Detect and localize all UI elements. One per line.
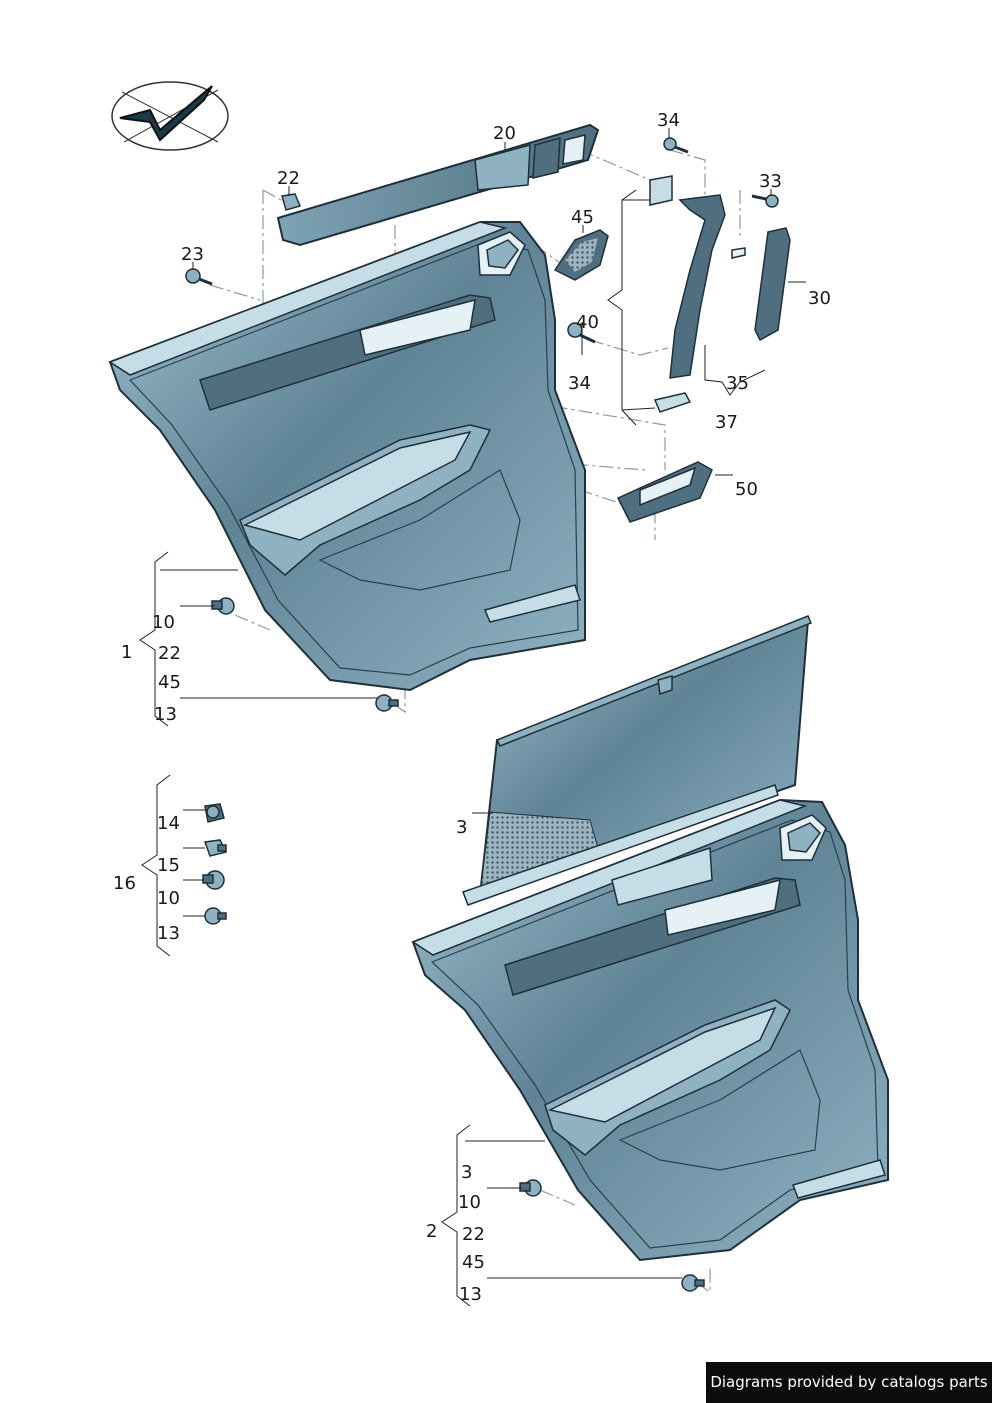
label-37: 37 [715,412,738,433]
part-labels: 20 22 23 45 34 33 30 40 34 35 37 50 1 10… [113,110,831,1305]
label-22-upper: 22 [277,168,300,189]
pull-handle-bracket [649,175,746,379]
label-1: 1 [121,642,132,663]
label-15: 15 [157,855,180,876]
clip-10-upper [211,597,235,615]
label-33: 33 [759,171,782,192]
label-10-upper: 10 [152,612,175,633]
label-34-lower: 34 [568,373,591,394]
upper-door-panel [108,221,586,692]
trim-cover-30 [754,227,791,342]
label-22-upper-set: 22 [158,643,181,664]
window-switch-50 [616,461,713,523]
label-22-lower: 22 [462,1224,485,1245]
label-10-set: 10 [157,888,180,909]
label-30: 30 [808,288,831,309]
label-10-lower: 10 [458,1192,481,1213]
label-3-lower-set: 3 [461,1162,472,1183]
clip-13-set [204,907,227,925]
label-45-upper-set: 45 [158,672,181,693]
clip-10-set [202,870,225,890]
label-40: 40 [576,312,599,333]
label-13-lower: 13 [459,1284,482,1305]
bezel-37 [653,392,692,413]
label-14: 14 [157,813,180,834]
clip-10-lower [519,1179,542,1197]
screw-34-top [663,137,689,154]
lower-door-panel [411,798,889,1262]
clip-15 [203,839,228,857]
label-2: 2 [426,1221,437,1242]
speaker-cover-45 [553,229,609,281]
clip-14 [204,803,225,823]
clip-13-lower [681,1274,705,1292]
label-3-sunshade: 3 [456,817,467,838]
leader-lines [139,128,806,1307]
label-16: 16 [113,873,136,894]
label-45-lower: 45 [462,1252,485,1273]
label-50: 50 [735,479,758,500]
label-45-upper: 45 [571,207,594,228]
label-23: 23 [181,244,204,265]
grab-handle-trim-20 [276,123,600,247]
label-13-upper: 13 [154,704,177,725]
clip-22-upper [281,193,302,211]
screw-33 [751,194,779,208]
screw-23 [185,268,213,286]
footer-credit: Diagrams provided by catalogs parts [706,1362,992,1403]
catalog-logo-icon [111,81,229,151]
fastener-set-16 [202,803,228,925]
clip-13-upper [375,694,399,712]
label-35: 35 [726,373,749,394]
label-34-top: 34 [657,110,680,131]
label-20: 20 [493,123,516,144]
sun-blind-3 [462,615,812,906]
label-13-set: 13 [157,923,180,944]
